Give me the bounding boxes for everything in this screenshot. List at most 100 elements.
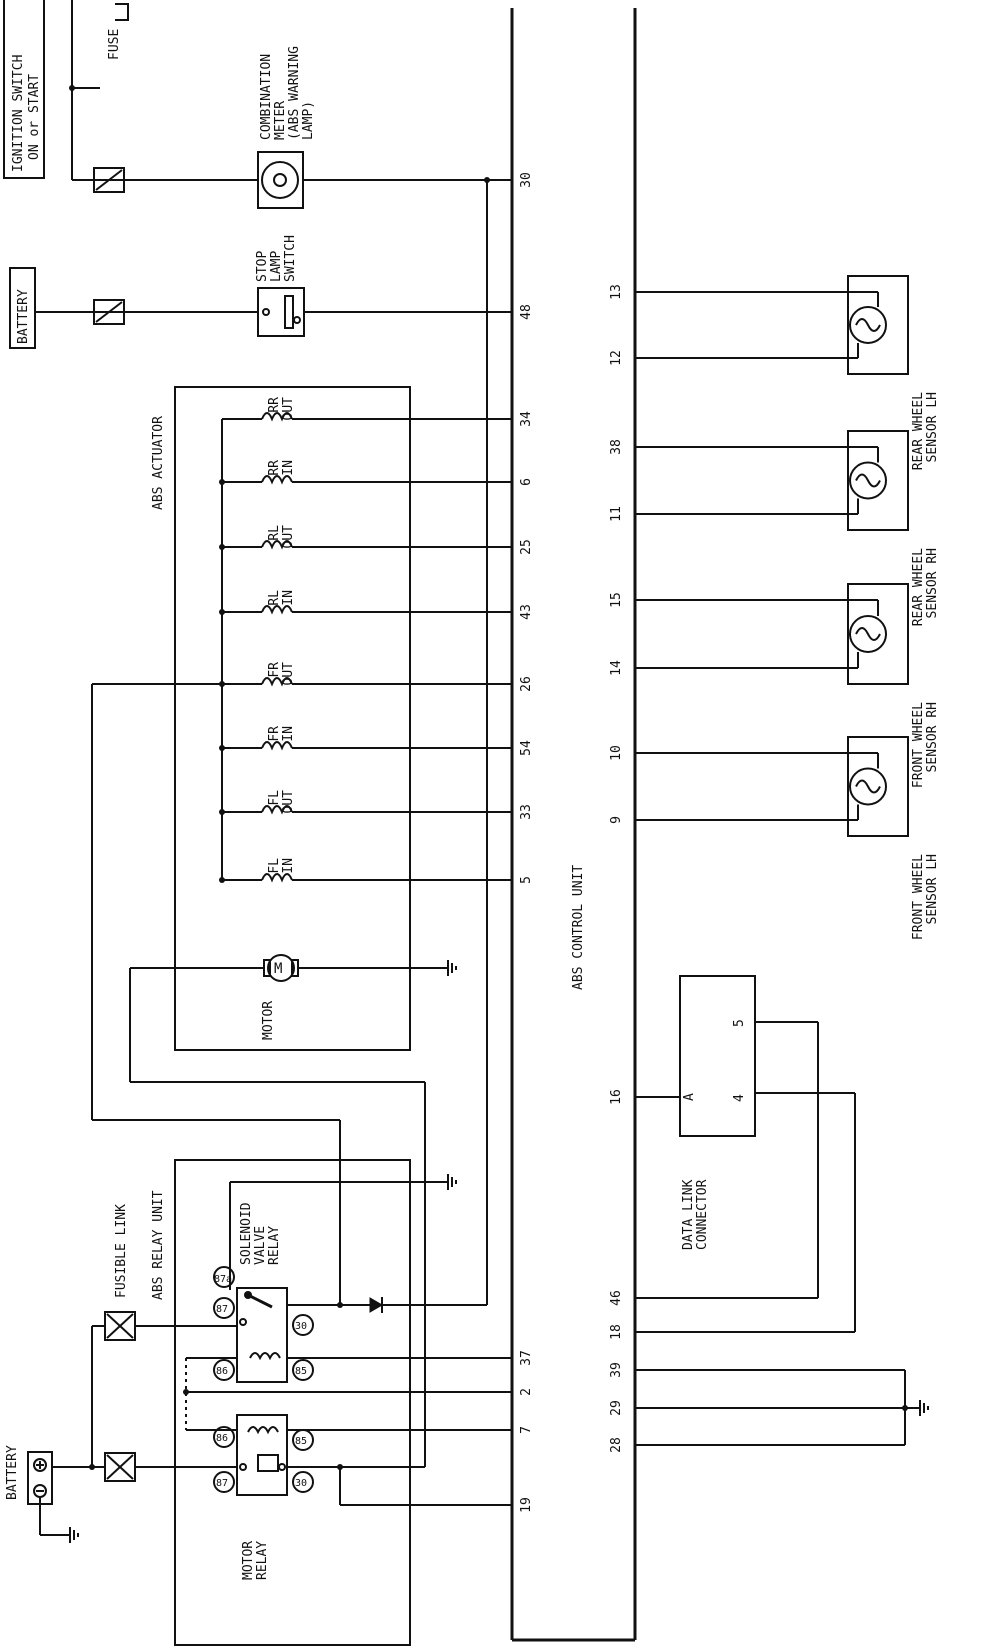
sv-term-85: 85 xyxy=(295,1366,307,1377)
sensor-pin-b: 9 xyxy=(609,816,624,824)
abs-actuator: ABS ACTUATOR xyxy=(151,386,411,1051)
coil-label-b: IN xyxy=(281,858,296,874)
coil-label-a: FL xyxy=(267,858,282,874)
data-link-pin-5: 5 xyxy=(732,1019,747,1027)
solenoid-relay-terminals: 87a 87 30 86 85 xyxy=(213,1266,314,1381)
coil-label-a: RR xyxy=(267,397,282,413)
battery-bottom: BATTERY xyxy=(5,1445,53,1505)
coil-label-b: OUT xyxy=(281,525,296,549)
fuse-top: FUSE xyxy=(107,3,129,60)
sensor-pin-a: 13 xyxy=(609,284,624,300)
sensor-pin-b: 11 xyxy=(609,506,624,522)
sensor-label-1: FRONT WHEEL xyxy=(911,854,926,940)
motor-relay-terminals: 86 85 87 30 xyxy=(213,1426,314,1493)
battery-top: BATTERY xyxy=(9,267,36,349)
ignition-switch-label: IGNITION SWITCH xyxy=(11,55,26,172)
solenoid-relay-label-3: RELAY xyxy=(267,1226,282,1265)
coil-pin: 43 xyxy=(519,604,534,620)
sensor-label-2: SENSOR LH xyxy=(925,854,940,924)
coil-pin: 33 xyxy=(519,804,534,820)
pin-19: 19 xyxy=(519,1497,534,1513)
sensor-label-1: REAR WHEEL xyxy=(911,548,926,626)
coil-label-a: FR xyxy=(267,726,282,742)
coil-label-a: FL xyxy=(267,790,282,806)
coil-pin: 34 xyxy=(519,411,534,427)
mr-term-30: 30 xyxy=(295,1478,307,1489)
coil-label-a: RR xyxy=(267,460,282,476)
fuse-stop-block xyxy=(93,299,125,325)
svg-text:M: M xyxy=(274,961,282,977)
pin-30-top: 30 xyxy=(519,172,534,188)
solenoid-relay-label-2: VALVE xyxy=(253,1226,268,1265)
battery-bottom-label: BATTERY xyxy=(5,1445,20,1500)
fuse-top-block xyxy=(93,167,125,193)
sv-term-87a: 87a xyxy=(214,1274,232,1285)
sensor-pin-a: 15 xyxy=(609,592,624,608)
combination-meter-label-1: COMBINATION xyxy=(259,54,274,140)
sensor-label-1: FRONT WHEEL xyxy=(911,702,926,788)
abs-actuator-label: ABS ACTUATOR xyxy=(151,416,166,510)
coil-label-b: OUT xyxy=(281,662,296,686)
sensor-pin-b: 12 xyxy=(609,350,624,366)
motor-relay-label-1: MOTOR xyxy=(241,1541,256,1580)
data-link-connector: A 4 5 DATA LINK CONNECTOR xyxy=(679,975,756,1250)
stop-lamp-label-2: LAMP xyxy=(269,251,284,282)
fusible-link-label: FUSIBLE LINK xyxy=(114,1204,129,1298)
ecu-ground-icon xyxy=(919,1400,929,1416)
solenoid-relay-label-1: SOLENOID xyxy=(239,1202,254,1265)
coil-pin: 5 xyxy=(519,876,534,884)
sensor-pin-a: 10 xyxy=(609,745,624,761)
sensor-pin-a: 38 xyxy=(609,439,624,455)
fuse-motor-block xyxy=(104,1452,136,1482)
mr-term-86: 86 xyxy=(216,1433,228,1444)
pin-37: 37 xyxy=(519,1350,534,1366)
abs-control-unit: ABS CONTROL UNIT xyxy=(510,8,637,1642)
sensor-pin-b: 14 xyxy=(609,660,624,676)
coil-label-a: RL xyxy=(267,525,282,541)
combination-meter-label-4: LAMP) xyxy=(301,101,316,140)
motor-ground-icon xyxy=(447,960,457,976)
data-link-pin-4: 4 xyxy=(732,1094,747,1102)
coil-pin: 25 xyxy=(519,539,534,555)
motor-relay: MOTOR RELAY xyxy=(236,1414,288,1580)
abs-relay-unit-label: ABS RELAY UNIT xyxy=(151,1190,166,1300)
mr-term-85: 85 xyxy=(295,1436,307,1447)
combination-meter-label-2: METER xyxy=(273,101,288,140)
relay-ground-icon xyxy=(447,1174,457,1190)
battery-ground-icon xyxy=(69,1527,79,1543)
diode-icon xyxy=(369,1297,383,1313)
pump-motor: M MOTOR xyxy=(261,954,299,1040)
pin-39: 39 xyxy=(609,1362,624,1378)
fuse-label: FUSE xyxy=(107,29,122,60)
sensor-label-2: SENSOR RH xyxy=(925,548,940,618)
coil-label-a: RL xyxy=(267,590,282,606)
sensor-label-1: REAR WHEEL xyxy=(911,392,926,470)
abs-control-unit-label: ABS CONTROL UNIT xyxy=(571,865,586,990)
data-link-pin-a: A xyxy=(682,1093,697,1101)
combination-meter-label-3: (ABS WARNING xyxy=(287,46,302,140)
motor-label: MOTOR xyxy=(261,1001,276,1040)
coil-label-b: IN xyxy=(281,460,296,476)
stop-lamp-label-1: STOP xyxy=(255,251,270,282)
stop-lamp-label-3: SWITCH xyxy=(283,235,298,282)
pin-48: 48 xyxy=(519,304,534,320)
coil-label-a: FR xyxy=(267,662,282,678)
pin-28: 28 xyxy=(609,1437,624,1453)
data-link-label-1: DATA LINK xyxy=(681,1179,696,1250)
coil-pin: 26 xyxy=(519,676,534,692)
ignition-switch: IGNITION SWITCH ON or START xyxy=(3,0,45,179)
coil-pin: 6 xyxy=(519,478,534,486)
stop-lamp-switch: STOP LAMP SWITCH xyxy=(255,235,305,337)
